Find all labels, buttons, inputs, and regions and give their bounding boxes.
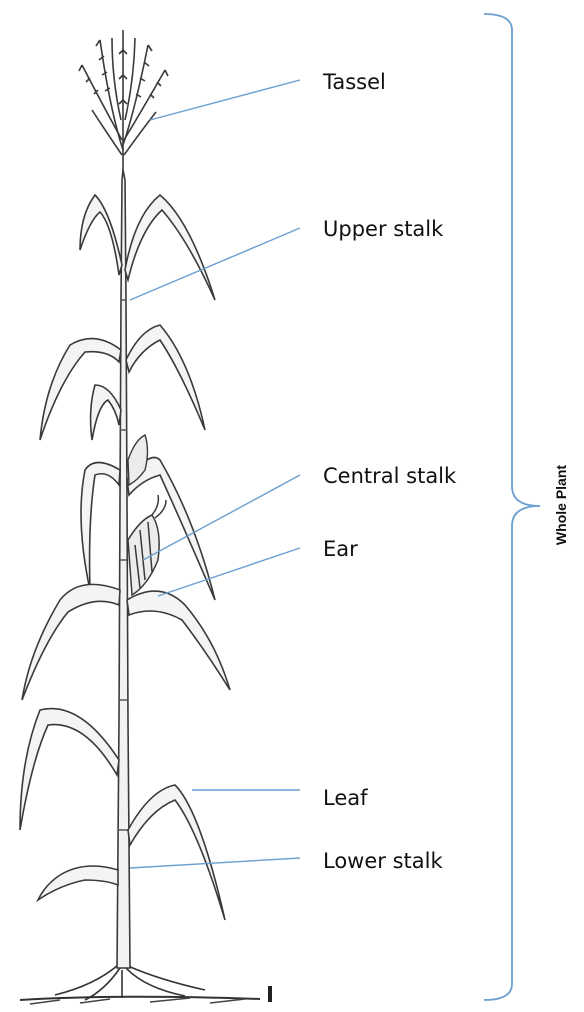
leader-ear (158, 548, 300, 596)
label-lower-stalk: Lower stalk (323, 851, 443, 872)
leaf-upper-left (80, 195, 122, 275)
tassel (79, 30, 168, 175)
label-leaf: Leaf (323, 788, 368, 809)
stalk (117, 170, 130, 968)
whole-plant-bracket (484, 14, 540, 1000)
ground-marker (268, 986, 272, 1002)
leaf-lowmid-right (127, 591, 230, 690)
leaf-mid-right (126, 325, 205, 430)
leaf-third-left (91, 385, 121, 440)
leaf-ear-left (81, 463, 120, 591)
label-central-stalk: Central stalk (323, 466, 456, 487)
leaf-mid-left (40, 339, 121, 440)
leader-lower-stalk (130, 858, 300, 868)
label-tassel: Tassel (323, 72, 386, 93)
leaf-low-left (20, 709, 119, 830)
label-upper-stalk: Upper stalk (323, 219, 443, 240)
leader-tassel (150, 80, 300, 120)
leaf-lowmid-left (22, 584, 120, 700)
ear (128, 495, 166, 595)
roots (55, 965, 205, 1000)
leaf-upper-right (125, 195, 215, 300)
leaf-base-left (38, 866, 118, 900)
label-whole-plant: Whole Plant (553, 465, 569, 545)
leaf-low-right (128, 785, 225, 920)
leader-upper-stalk (130, 228, 300, 300)
label-ear: Ear (323, 539, 358, 560)
